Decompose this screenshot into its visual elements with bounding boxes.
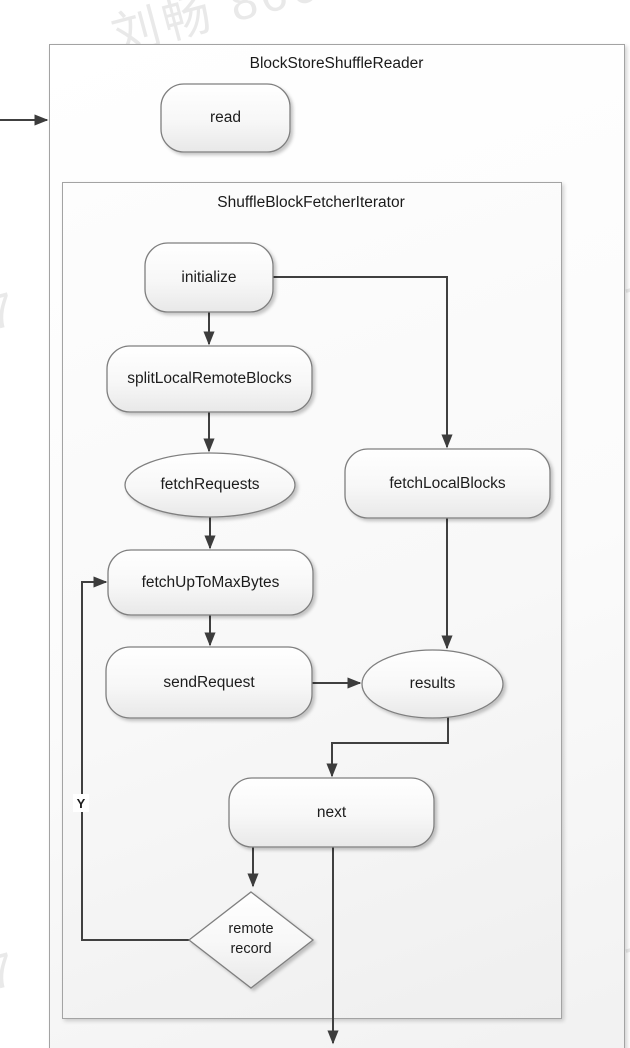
node-fetchrequests-shape: [124, 452, 296, 518]
node-sendrequest-shape: [105, 646, 313, 719]
node-fetchuptomaxbytes-shape: [107, 549, 314, 616]
node-splitlocalremoteblocks-shape: [106, 345, 313, 413]
edge-initialize-to-fetchlocalblocks: [273, 276, 453, 449]
node-read-shape: [160, 83, 291, 153]
node-initialize-shape: [144, 242, 274, 313]
node-fetchlocalblocks-shape: [344, 448, 551, 519]
inner-container-title: ShuffleBlockFetcherIterator: [217, 194, 405, 211]
outer-container-title: BlockStoreShuffleReader: [249, 55, 424, 72]
edge-remoterecord-yes-loop-to-fetchuptomaxbytes: [81, 576, 189, 941]
edge-results-to-next: [326, 712, 449, 778]
node-results-shape: [361, 649, 504, 719]
node-next-shape: [228, 777, 435, 848]
node-remoterecord-decision-shape: [187, 891, 315, 989]
